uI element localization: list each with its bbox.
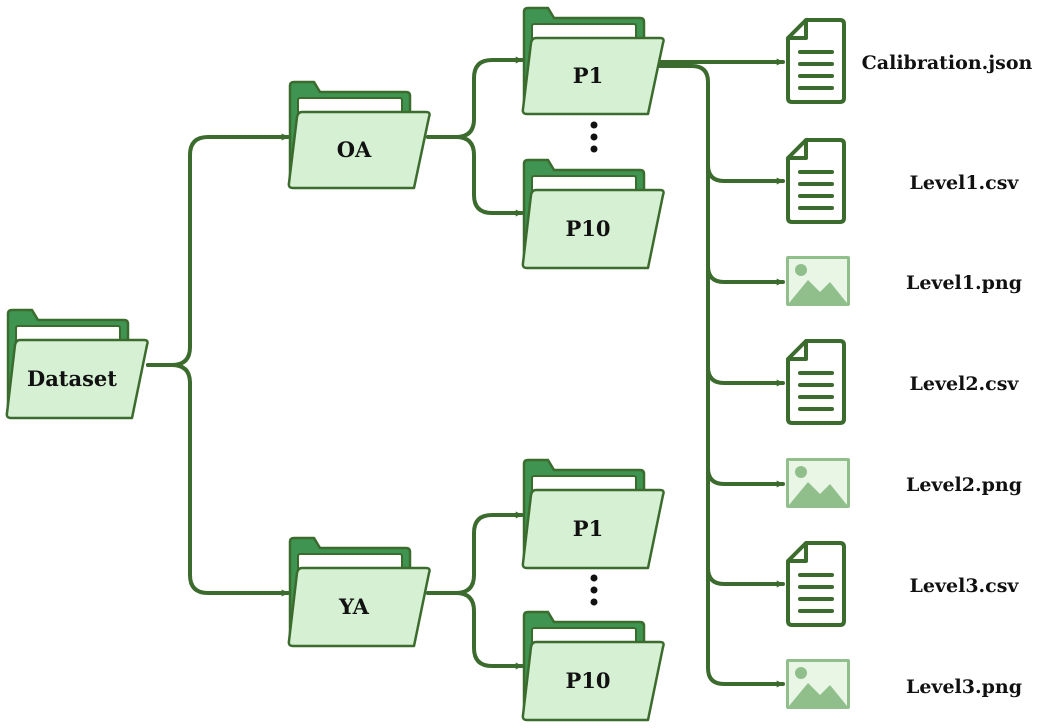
connector-arrow <box>426 591 524 670</box>
folder-ya-p10: P10 <box>521 610 665 722</box>
image-icon <box>786 458 850 508</box>
connector-arrow <box>706 264 785 286</box>
document-icon <box>786 339 846 425</box>
folder-oa-p10: P10 <box>521 158 665 270</box>
document-icon <box>786 18 846 104</box>
connector-arrow <box>706 566 785 588</box>
connector-arrow <box>426 56 524 139</box>
vertical-ellipsis-icon <box>590 574 598 606</box>
folder-oa-p10-label: P10 <box>565 216 610 241</box>
connector-arrow <box>706 466 785 488</box>
connector-arrow <box>426 511 524 595</box>
file-label: Calibration.json <box>862 52 1033 74</box>
folder-icon <box>287 536 431 648</box>
image-icon <box>786 256 850 306</box>
folder-icon <box>5 308 149 420</box>
document-icon <box>786 541 846 627</box>
folder-icon <box>521 158 665 270</box>
folder-icon <box>287 80 431 190</box>
file-label: Level3.csv <box>910 575 1020 597</box>
folder-ya: YA <box>287 536 431 648</box>
folder-oa-p1-label: P1 <box>573 63 603 88</box>
connector-arrow <box>146 133 290 367</box>
dataset-folder: Dataset <box>5 308 149 420</box>
folder-ya-p1-label: P1 <box>573 516 603 541</box>
file-label: Level1.png <box>906 272 1022 294</box>
folder-icon <box>521 610 665 722</box>
folder-oa-label: OA <box>337 137 372 162</box>
connector-arrow <box>706 365 785 387</box>
folder-icon <box>521 6 665 116</box>
file-label: Level2.png <box>906 474 1022 496</box>
folder-oa-p1: P1 <box>521 6 665 116</box>
vertical-ellipsis-icon <box>590 121 598 153</box>
image-icon <box>786 659 850 709</box>
folder-oa: OA <box>287 80 431 190</box>
folder-icon <box>521 458 665 570</box>
file-label: Level3.png <box>906 676 1022 698</box>
connector-arrow <box>658 64 785 688</box>
file-label: Level2.csv <box>910 373 1020 395</box>
diagram-nodes: DatasetOAYAP1P10P1P10Calibration.jsonLev… <box>5 6 1033 722</box>
folder-ya-p1: P1 <box>521 458 665 570</box>
dataset-folder-label: Dataset <box>27 366 117 391</box>
document-icon <box>786 138 846 224</box>
connector-arrow <box>146 363 290 597</box>
connector-arrow <box>426 135 524 217</box>
folder-ya-p10-label: P10 <box>565 668 610 693</box>
folder-ya-label: YA <box>338 594 370 619</box>
file-label: Level1.csv <box>910 172 1020 194</box>
connector-lines <box>146 56 785 688</box>
connector-arrow <box>706 163 785 185</box>
